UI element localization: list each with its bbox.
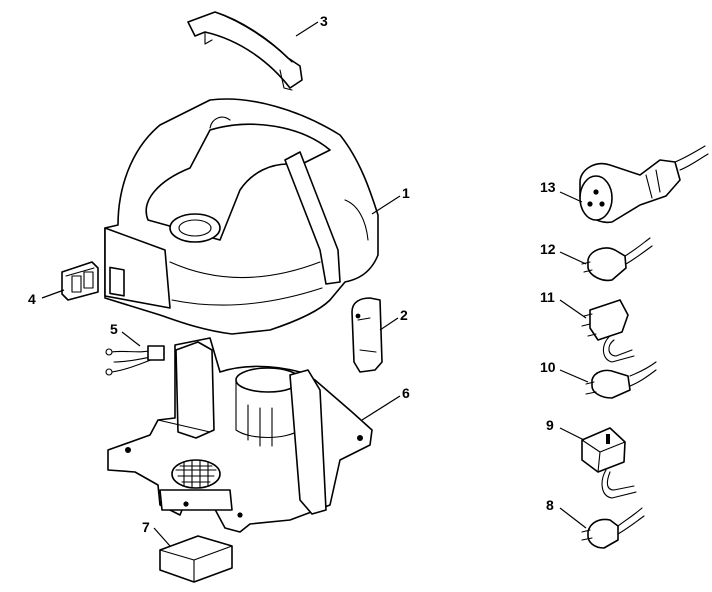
grille-pattern (175, 459, 217, 489)
callout-10: 10 (540, 359, 556, 375)
leader-13 (559, 191, 583, 203)
part-plug-9 (581, 427, 637, 499)
leader-7 (153, 527, 171, 547)
callout-3: 3 (320, 13, 328, 29)
part-handle (187, 11, 303, 91)
leader-4 (41, 289, 65, 299)
leader-lines (41, 21, 589, 547)
part-plug-12 (581, 237, 653, 282)
callout-6: 6 (402, 385, 410, 401)
leader-10 (559, 369, 589, 383)
part-plug-10 (585, 361, 657, 399)
part-switch (61, 261, 99, 301)
callout-9: 9 (546, 417, 554, 433)
part-plug-8 (581, 507, 645, 549)
part-base-housing (107, 337, 373, 533)
callout-11: 11 (540, 289, 555, 305)
callout-1: 1 (402, 185, 410, 201)
leader-2 (379, 317, 399, 331)
leader-9 (559, 427, 585, 441)
leader-11 (559, 299, 587, 319)
callout-numbers: 3 1 2 4 5 6 7 13 12 11 10 9 8 (28, 13, 556, 535)
leader-12 (559, 251, 587, 265)
leader-1 (371, 195, 401, 215)
part-connector-wire (105, 345, 165, 376)
part-plug-11 (581, 299, 635, 363)
part-plug-13 (579, 145, 709, 224)
part-housing-hood (104, 98, 379, 335)
callout-5: 5 (110, 321, 118, 337)
callout-13: 13 (540, 179, 556, 195)
leader-5 (121, 331, 141, 347)
part-clip (351, 297, 383, 373)
callout-4: 4 (28, 291, 36, 307)
callout-8: 8 (546, 497, 554, 513)
callout-12: 12 (540, 241, 556, 257)
leader-3 (295, 21, 319, 37)
callout-7: 7 (142, 519, 150, 535)
leader-8 (559, 507, 587, 529)
callout-2: 2 (400, 307, 408, 323)
leader-6 (361, 395, 401, 421)
part-filter-block (159, 535, 233, 583)
